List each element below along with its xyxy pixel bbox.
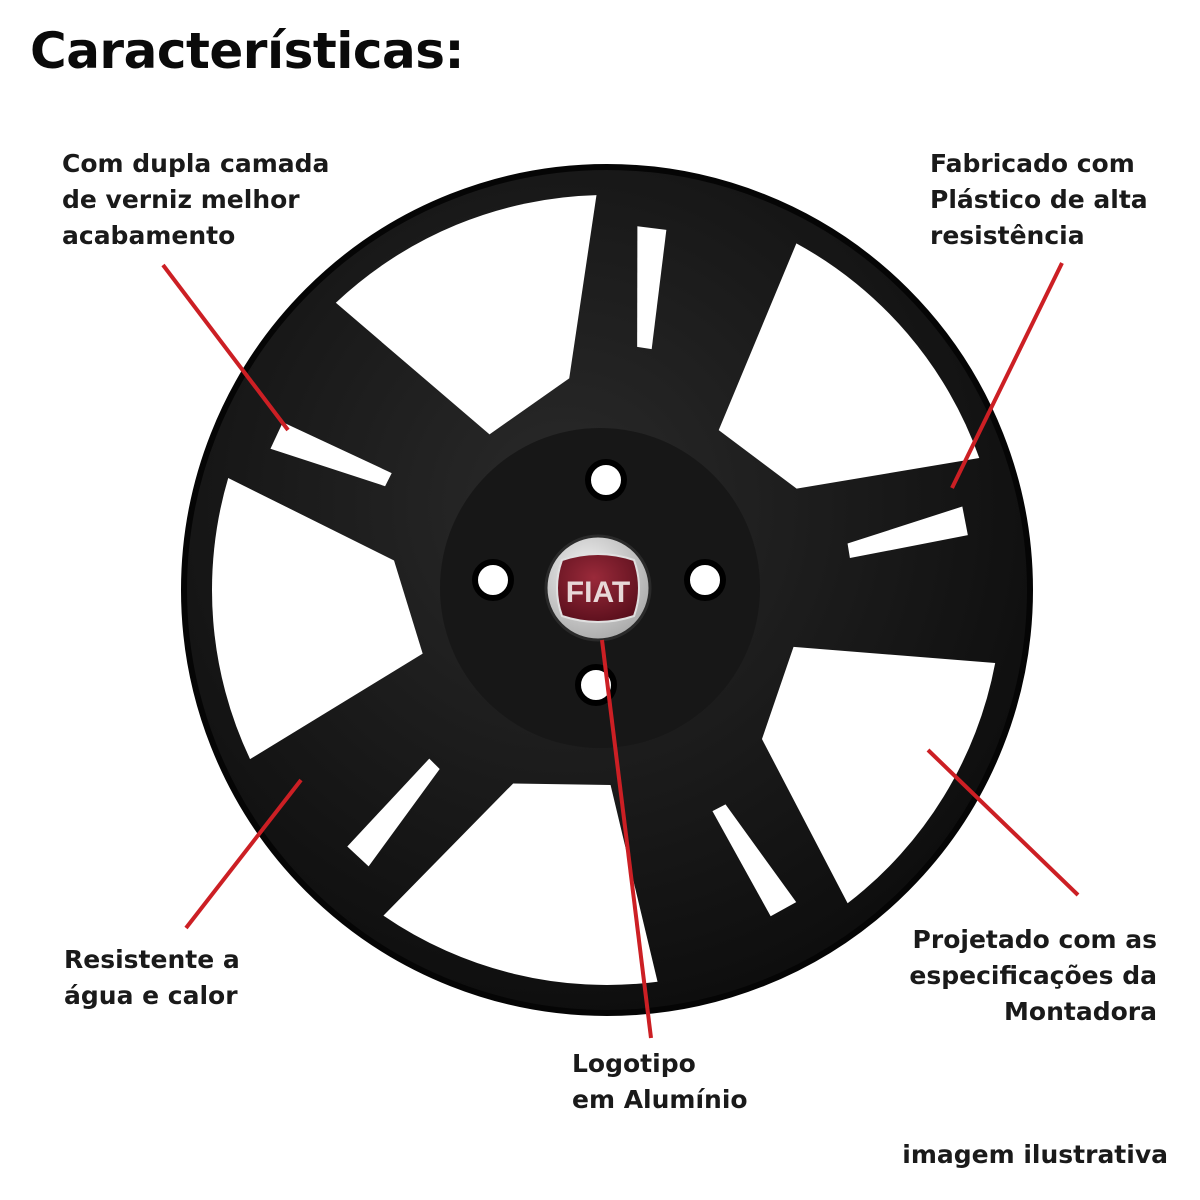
callout-specs: Projetado com as especificações da Monta… <box>909 922 1157 1030</box>
callout-varnish-line-1: Com dupla camada <box>62 149 330 178</box>
leader-line-plastic <box>950 262 1064 489</box>
callout-plastic: Fabricado com Plástico de alta resistênc… <box>930 146 1148 254</box>
callout-varnish-line-2: de verniz melhor <box>62 185 300 214</box>
callout-specs-line-1: Projetado com as <box>912 925 1157 954</box>
spoke-slot <box>347 758 440 867</box>
leader-line-varnish <box>161 263 290 432</box>
spoke-slot <box>637 226 667 350</box>
spoke-window <box>212 477 423 760</box>
lug-hole <box>472 559 514 601</box>
callout-plastic-line-3: resistência <box>930 221 1085 250</box>
callout-plastic-line-1: Fabricado com <box>930 149 1135 178</box>
wheel-body: FIAT <box>181 164 1033 1016</box>
callout-plastic-line-2: Plástico de alta <box>930 185 1148 214</box>
callout-water-line-2: água e calor <box>64 981 238 1010</box>
spoke-window <box>761 646 996 904</box>
callout-water-line-1: Resistente a <box>64 945 240 974</box>
lug-hole <box>684 559 726 601</box>
spoke-window <box>718 243 980 489</box>
leader-lines <box>161 262 1080 1039</box>
spoke-windows <box>212 195 996 985</box>
callout-varnish: Com dupla camada de verniz melhor acabam… <box>62 146 329 254</box>
fiat-emblem-text: FIAT <box>566 576 630 609</box>
callout-logo: Logotipo em Alumínio <box>572 1046 748 1118</box>
spoke-window <box>383 783 658 985</box>
wheel-rim-edge <box>181 164 1033 1016</box>
callout-water: Resistente a água e calor <box>64 942 240 1014</box>
callout-varnish-line-3: acabamento <box>62 221 236 250</box>
disclaimer-footer: imagem ilustrativa <box>902 1140 1168 1169</box>
spoke-slot <box>712 804 797 917</box>
page-title: Características: <box>30 22 465 80</box>
spoke-window <box>335 195 597 435</box>
leader-line-logo <box>600 639 653 1039</box>
leader-line-specs <box>926 748 1080 897</box>
callout-specs-line-3: Montadora <box>1004 997 1157 1026</box>
callout-specs-line-2: especificações da <box>909 961 1157 990</box>
callout-logo-line-2: em Alumínio <box>572 1085 748 1114</box>
lug-hole <box>585 459 627 501</box>
leader-line-water <box>184 778 303 930</box>
fiat-emblem <box>556 553 640 623</box>
spoke-slot <box>847 506 968 559</box>
callout-logo-line-1: Logotipo <box>572 1049 696 1078</box>
spoke-slot <box>270 422 392 487</box>
